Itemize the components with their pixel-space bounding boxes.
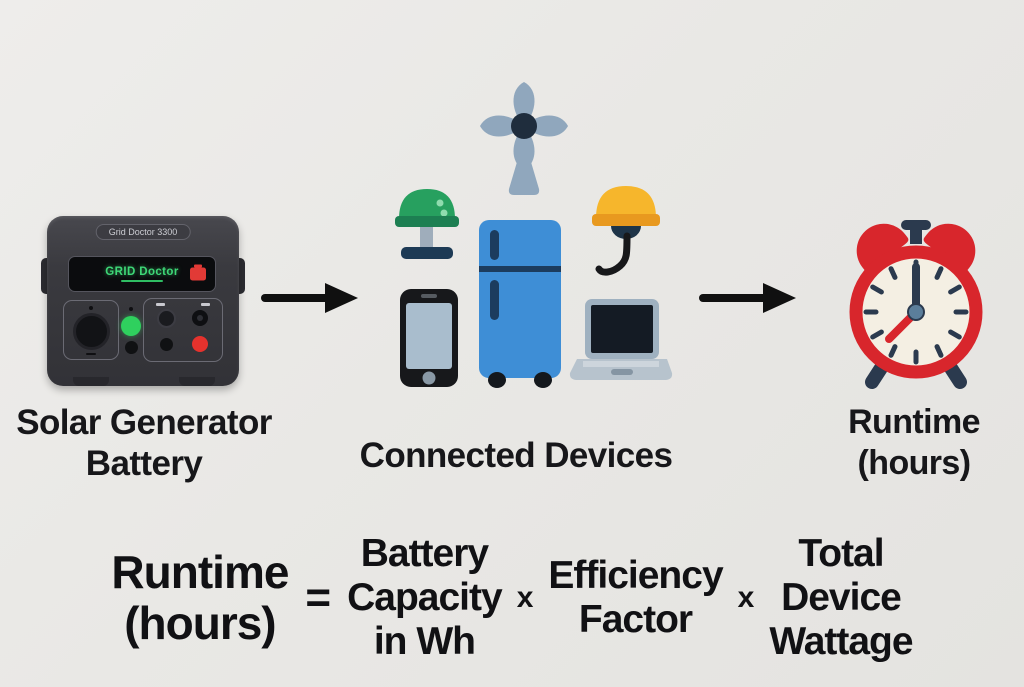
multiply-sign: x bbox=[737, 581, 755, 614]
outlet-ground-slot bbox=[86, 352, 96, 355]
formula-result-line: (hours) bbox=[124, 597, 276, 649]
generator-brand-plate: Grid Doctor 3300 bbox=[95, 224, 191, 240]
generator-display-label: GRID Doctor bbox=[105, 265, 179, 278]
ac-outlet-group bbox=[63, 300, 119, 360]
stop-button-red bbox=[191, 336, 208, 352]
devices-caption-line: Connected Devices bbox=[359, 436, 673, 475]
dc-button-dark bbox=[160, 337, 173, 351]
formula-term-line: Wattage bbox=[769, 620, 913, 663]
power-button-group bbox=[121, 306, 141, 354]
devices-caption: Connected Devices bbox=[316, 436, 716, 476]
dc-port-group bbox=[143, 298, 223, 362]
outlet-indicator-dot bbox=[89, 305, 93, 310]
formula-term-line: Capacity bbox=[347, 576, 503, 619]
generator-display-screen: GRID Doctor bbox=[68, 256, 216, 292]
generator-body: Grid Doctor 3300 GRID Doctor bbox=[47, 216, 239, 386]
battery-alert-icon bbox=[190, 264, 206, 281]
mode-button-dark bbox=[124, 340, 138, 354]
usb-port bbox=[157, 308, 176, 328]
desk-fan-icon bbox=[480, 82, 568, 195]
formula-term-line: Factor bbox=[578, 598, 693, 641]
power-indicator-dot bbox=[129, 306, 133, 311]
yellow-pendant-lamp-icon bbox=[592, 186, 660, 276]
generator-caption-line: Battery bbox=[85, 444, 203, 483]
runtime-formula: Runtime (hours) = Battery Capacity in Wh… bbox=[0, 516, 1024, 680]
alarm-clock-icon bbox=[849, 220, 983, 389]
formula-term-line: Efficiency bbox=[548, 554, 723, 597]
arrow-right-icon bbox=[699, 283, 796, 313]
refrigerator-icon bbox=[479, 220, 561, 388]
solar-generator-illustration: Grid Doctor 3300 GRID Doctor bbox=[41, 216, 245, 394]
generator-caption: Solar Generator Battery bbox=[0, 402, 296, 484]
port-label-dash bbox=[156, 303, 165, 306]
generator-control-panel bbox=[63, 298, 223, 362]
display-underline bbox=[121, 279, 163, 283]
formula-term-line: Total bbox=[798, 532, 884, 575]
formula-term-battery-capacity: Battery Capacity in Wh bbox=[347, 532, 503, 664]
dc-socket bbox=[191, 310, 208, 326]
formula-term-line: Battery bbox=[360, 532, 489, 575]
formula-term-efficiency-factor: Efficiency Factor bbox=[548, 554, 723, 642]
generator-caption-line: Solar Generator bbox=[16, 403, 272, 442]
formula-term-line: in Wh bbox=[373, 620, 476, 663]
equals-sign: = bbox=[305, 573, 331, 622]
runtime-caption: Runtime (hours) bbox=[828, 402, 1000, 484]
port-label-dash bbox=[201, 303, 210, 306]
generator-foot bbox=[179, 377, 215, 386]
runtime-caption-line: (hours) bbox=[857, 444, 972, 482]
formula-result: Runtime (hours) bbox=[111, 546, 289, 649]
ac-outlet bbox=[72, 312, 110, 350]
formula-result-line: Runtime bbox=[111, 546, 289, 598]
generator-foot bbox=[73, 377, 109, 386]
formula-term-total-device-wattage: Total Device Wattage bbox=[769, 532, 913, 664]
laptop-icon bbox=[569, 299, 673, 380]
generator-display-text: GRID Doctor bbox=[105, 266, 178, 283]
runtime-caption-line: Runtime bbox=[848, 403, 980, 441]
green-table-lamp-icon bbox=[395, 189, 459, 259]
arrow-right-icon bbox=[261, 283, 358, 313]
multiply-sign: x bbox=[516, 581, 534, 614]
formula-term-line: Device bbox=[781, 576, 902, 619]
smartphone-icon bbox=[400, 289, 458, 387]
power-button-green bbox=[121, 315, 141, 336]
